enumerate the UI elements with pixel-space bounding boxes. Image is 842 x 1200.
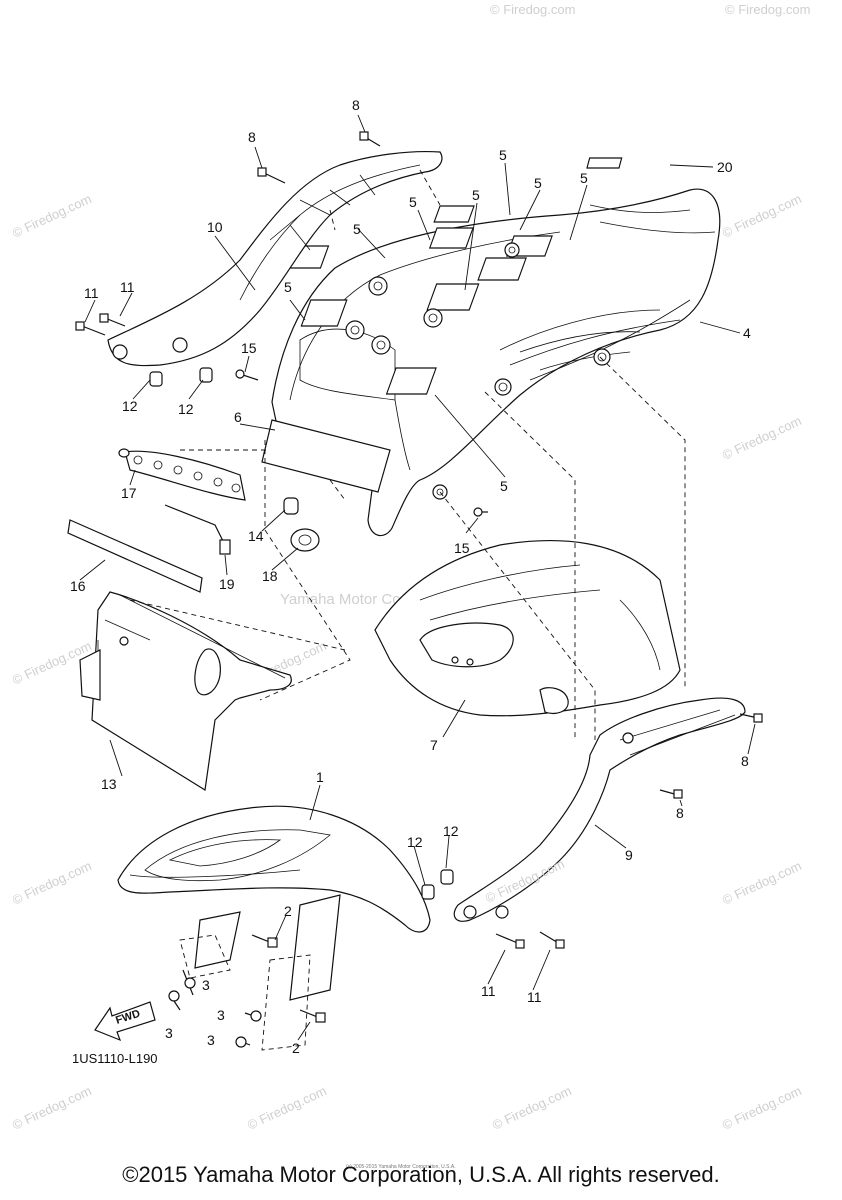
watermark: © Firedog.com	[10, 858, 94, 908]
callout-15: 15	[241, 340, 257, 356]
callout-8: 8	[352, 97, 360, 113]
watermark: © Firedog.com	[720, 858, 804, 908]
callout-5: 5	[353, 221, 361, 237]
bracket-17	[118, 448, 246, 501]
callout-11: 11	[84, 285, 99, 301]
callout-19: 19	[219, 576, 235, 592]
tiny-notice: (c) 2005-2015 Yamaha Motor Corporation, …	[346, 1164, 456, 1170]
callout-11: 11	[120, 279, 135, 295]
fender-stays	[179, 894, 341, 1051]
front-fender-1	[117, 805, 431, 933]
watermark: © Firedog.com	[10, 191, 94, 241]
callout-7: 7	[430, 737, 438, 753]
callout-5: 5	[284, 279, 292, 295]
callout-3: 3	[202, 977, 210, 993]
watermark: © Firedog.com	[490, 1083, 574, 1133]
watermark: © Firedog.com	[725, 2, 810, 17]
assembly-lines	[129, 169, 686, 740]
callout-12: 12	[443, 823, 459, 839]
leader-lines	[79, 114, 756, 1041]
strip-16	[67, 519, 203, 593]
callouts: 8 8 10 11 11 12 12 15 6 17 14 18 19 16 1…	[70, 97, 751, 1056]
callout-5: 5	[499, 147, 507, 163]
callout-5: 5	[500, 478, 508, 494]
part-code: 1US1110-L190	[72, 1051, 158, 1066]
side-rail-right: © Firedog.com	[453, 697, 746, 922]
callout-6: 6	[234, 409, 242, 425]
watermark: © Firedog.com	[490, 2, 575, 17]
callout-12: 12	[122, 398, 138, 414]
callout-4: 4	[743, 325, 751, 341]
callout-18: 18	[262, 568, 278, 584]
callout-10: 10	[207, 219, 223, 235]
callout-13: 13	[101, 776, 117, 792]
callout-15: 15	[454, 540, 470, 556]
forward-arrow-icon: FWD	[94, 1001, 156, 1042]
callout-20: 20	[717, 159, 733, 175]
callout-8: 8	[676, 805, 684, 821]
callout-17: 17	[121, 485, 137, 501]
callout-14: 14	[248, 528, 264, 544]
callout-8: 8	[248, 129, 256, 145]
callout-12: 12	[407, 834, 423, 850]
callout-12: 12	[178, 401, 194, 417]
wire-19	[164, 504, 231, 555]
callout-2: 2	[292, 1040, 300, 1056]
callout-11: 11	[527, 989, 542, 1005]
watermark: © Firedog.com	[245, 1083, 329, 1133]
callout-2: 2	[284, 903, 292, 919]
inner-fender-7	[374, 539, 681, 717]
callout-5: 5	[580, 170, 588, 186]
hardware	[75, 131, 763, 1048]
callout-5: 5	[534, 175, 542, 191]
watermark: © Firedog.com	[720, 191, 804, 241]
watermark: © Firedog.com	[10, 1083, 94, 1133]
copyright-notice: ©2015 Yamaha Motor Corporation, U.S.A. A…	[122, 1162, 720, 1187]
callout-5: 5	[409, 194, 417, 210]
callout-16: 16	[70, 578, 86, 594]
callout-3: 3	[217, 1007, 225, 1023]
watermark: © Firedog.com	[720, 413, 804, 463]
callout-3: 3	[165, 1025, 173, 1041]
callout-9: 9	[625, 847, 633, 863]
cover-6	[261, 419, 391, 493]
side-rail-left	[107, 150, 443, 367]
callout-5: 5	[472, 187, 480, 203]
callout-1: 1	[316, 769, 324, 785]
callout-3: 3	[207, 1032, 215, 1048]
mud-flap-13	[79, 591, 292, 791]
callout-11: 11	[481, 983, 496, 999]
watermark: © Firedog.com	[720, 1083, 804, 1133]
callout-8: 8	[741, 753, 749, 769]
